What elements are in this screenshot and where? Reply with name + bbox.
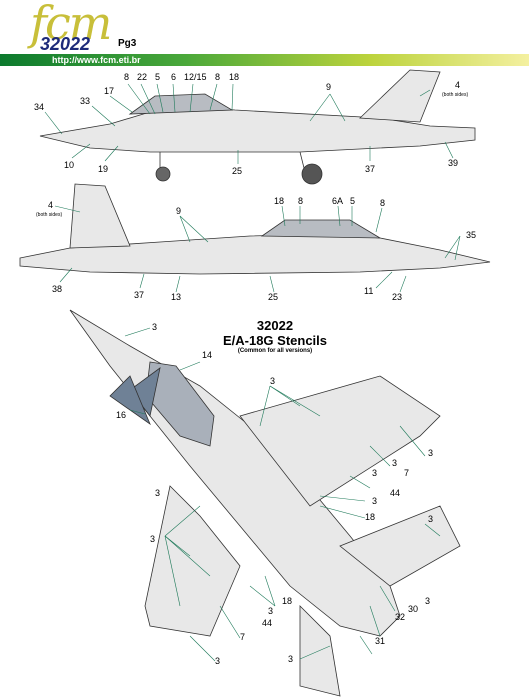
wing-right	[239, 375, 441, 507]
callout: 7	[404, 468, 409, 478]
fuselage-2	[19, 233, 491, 275]
callout: 4	[48, 200, 53, 210]
stab-right	[339, 505, 461, 587]
callout: 11	[364, 286, 373, 296]
canopy-1	[128, 93, 234, 115]
callout: 32	[395, 612, 405, 622]
title-code: 32022	[256, 318, 294, 333]
callout: 31	[375, 636, 385, 646]
callout: 7	[240, 632, 245, 642]
tail-2	[69, 183, 131, 249]
callout: 33	[80, 96, 90, 106]
callout: 13	[171, 292, 181, 302]
callout: 44	[262, 618, 272, 628]
callout: 22	[137, 72, 147, 82]
callout: 18	[229, 72, 239, 82]
header: fcm 32022 Pg3 http://www.fcm.eti.br	[0, 0, 529, 66]
callout: 23	[392, 292, 402, 302]
callout: 4	[455, 80, 460, 90]
callout: 25	[268, 292, 278, 302]
callout: 3	[428, 514, 433, 524]
callout-note: (both sides)	[442, 92, 468, 98]
title-note: (Common for all versions)	[237, 348, 313, 354]
callout: 10	[64, 160, 74, 170]
callout: 38	[52, 284, 62, 294]
wheel-1a	[155, 166, 171, 182]
callout: 37	[134, 290, 144, 300]
callout: 8	[298, 196, 303, 206]
callout: 3	[155, 488, 160, 498]
callout: 6	[171, 72, 176, 82]
callout: 14	[202, 350, 212, 360]
sheet-title: 32022 E/A-18G Stencils (Common for all v…	[200, 318, 350, 354]
callout: 3	[268, 606, 273, 616]
callout: 3	[215, 656, 220, 666]
callout: 35	[466, 230, 476, 240]
callout-note: (both sides)	[36, 212, 62, 218]
title-name: E/A-18G Stencils	[222, 333, 328, 348]
stab-left	[299, 605, 341, 697]
callout: 3	[372, 496, 377, 506]
callout: 3	[372, 468, 377, 478]
callout: 9	[176, 206, 181, 216]
callout: 3	[425, 596, 430, 606]
callout: 3	[288, 654, 293, 664]
fcm-logo: fcm	[30, 0, 112, 50]
callout: 5	[350, 196, 355, 206]
top-view: 3 14 16 3 3 3 3 7 44 3 18 3 3 3 18 44 7 …	[69, 309, 461, 697]
callout: 19	[98, 164, 108, 174]
wheel-1b	[301, 163, 323, 185]
callout: 8	[380, 198, 385, 208]
header-bar	[0, 54, 529, 66]
callout: 37	[365, 164, 375, 174]
callout: 3	[392, 458, 397, 468]
callout: 39	[448, 158, 458, 168]
callout: 18	[365, 512, 375, 522]
side-view-left: 4 (both sides) 9 18 8 6A 5 8 35 38 37 13…	[19, 183, 491, 302]
callout: 6A	[332, 196, 343, 206]
callout: 8	[124, 72, 129, 82]
callout: 16	[116, 410, 126, 420]
callout: 8	[215, 72, 220, 82]
callout: 34	[34, 102, 44, 112]
side-view-right: 8 22 5 6 12/15 8 18 17 34 33 10 19 25 9 …	[34, 69, 476, 185]
wing-left	[144, 485, 241, 637]
callout: 5	[155, 72, 160, 82]
callout: 18	[274, 196, 284, 206]
callout: 3	[152, 322, 157, 332]
canopy-2	[260, 219, 382, 239]
callout: 44	[390, 488, 400, 498]
callout: 18	[282, 596, 292, 606]
callout: 17	[104, 86, 114, 96]
callout: 30	[408, 604, 418, 614]
callout: 12/15	[184, 72, 207, 82]
callout: 3	[270, 376, 275, 386]
product-code: 32022	[40, 34, 91, 54]
callout: 25	[232, 166, 242, 176]
website-link[interactable]: http://www.fcm.eti.br	[52, 55, 141, 65]
page-number: Pg3	[118, 38, 137, 49]
callout: 3	[150, 534, 155, 544]
tail-1	[359, 69, 441, 123]
callout: 9	[326, 82, 331, 92]
callout: 3	[428, 448, 433, 458]
